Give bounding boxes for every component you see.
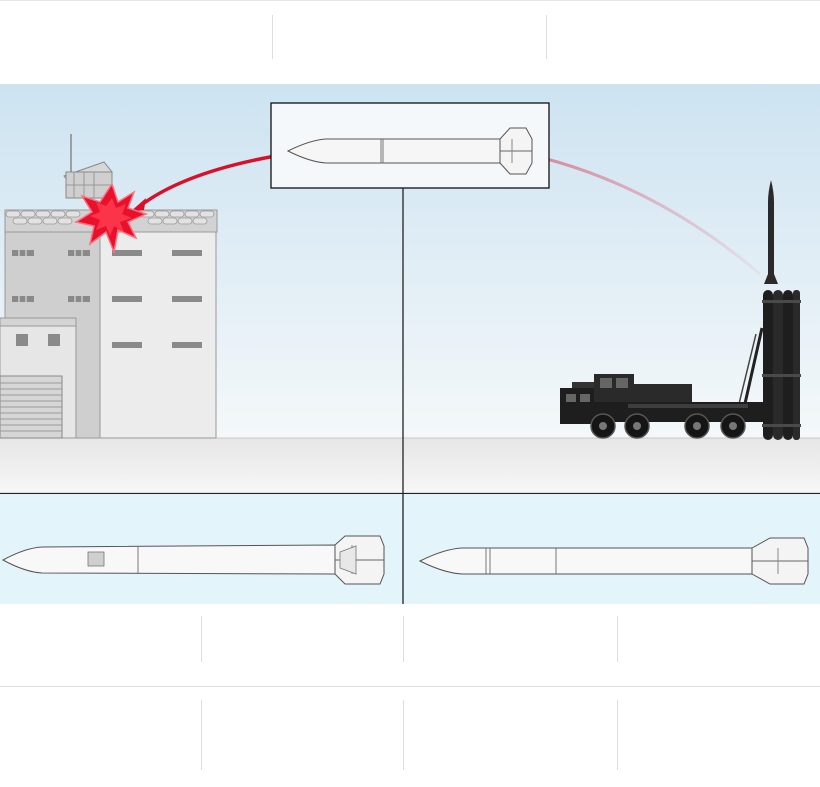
missile-profiles bbox=[1, 494, 809, 604]
attack-scene bbox=[0, 84, 820, 494]
launcher-truck-icon bbox=[560, 180, 801, 440]
missile-icon bbox=[418, 537, 809, 585]
bottom-table-divider bbox=[403, 616, 404, 662]
bottom-table-divider bbox=[617, 616, 618, 662]
bottom-table bbox=[0, 604, 820, 787]
top-table bbox=[0, 0, 820, 84]
bottom-table-divider bbox=[403, 700, 404, 770]
bottom-table-divider bbox=[617, 700, 618, 770]
missile-icon bbox=[286, 127, 533, 175]
bottom-table-row-divider bbox=[0, 686, 820, 687]
ground bbox=[0, 438, 820, 494]
trajectory-arrowhead bbox=[130, 198, 146, 212]
missile-icon bbox=[1, 535, 385, 585]
bottom-table-divider bbox=[201, 700, 202, 770]
building-icon bbox=[0, 134, 218, 439]
missile-comparison-panel bbox=[0, 494, 820, 604]
top-table-divider bbox=[546, 15, 547, 59]
top-table-divider bbox=[272, 15, 273, 59]
bottom-table-divider bbox=[201, 616, 202, 662]
